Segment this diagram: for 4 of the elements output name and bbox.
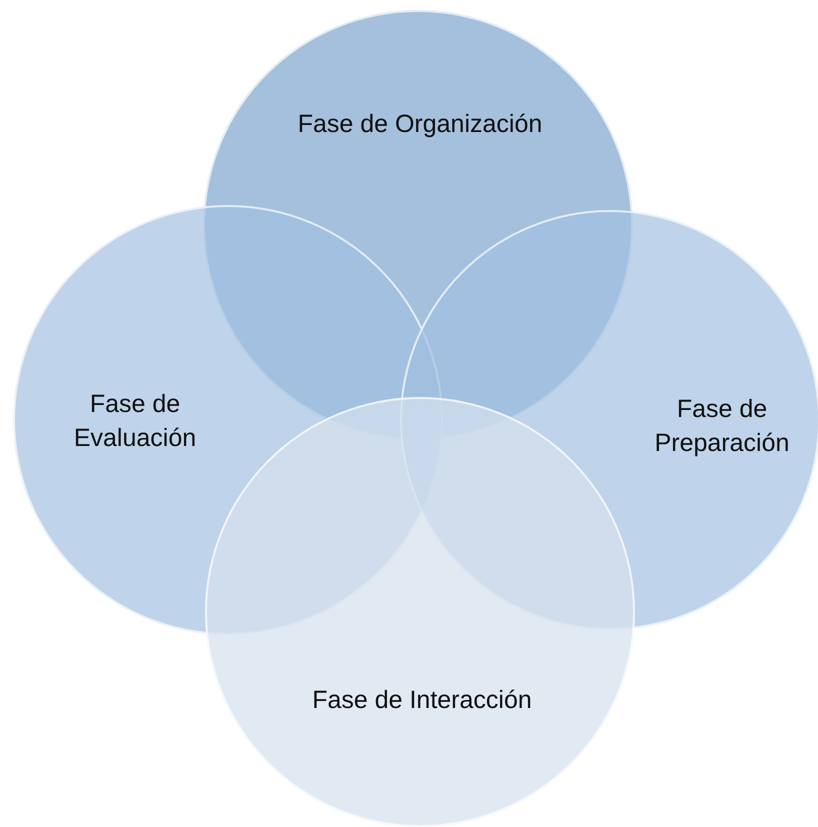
phase-label: Fase de Organización (296, 109, 544, 140)
phase-label: Fase de Preparación (654, 394, 790, 459)
phase-label: Fase de Evaluación (72, 389, 198, 454)
phase-label: Fase de Interacción (311, 685, 533, 716)
